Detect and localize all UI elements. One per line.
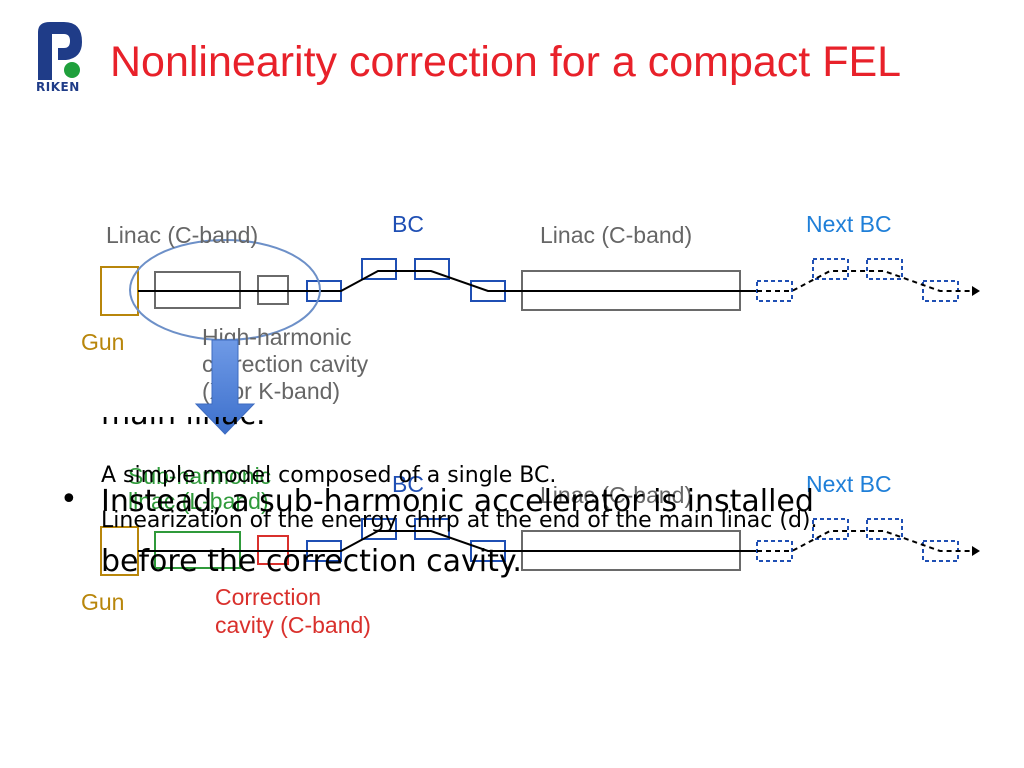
- bullet-line-1: Instead, a sub-harmonic accelerator is i…: [101, 484, 814, 519]
- logo-text: RIKEN: [36, 80, 80, 94]
- slide-title: Nonlinearity correction for a compact FE…: [110, 38, 902, 86]
- bottom-label-correction-1: Correction: [215, 584, 321, 610]
- top-next-bc-magnet-3: [866, 258, 903, 280]
- bottom-label-sub-harmonic-2: linac (L-band): [128, 488, 269, 514]
- bottom-label-gun: Gun: [81, 589, 124, 615]
- bottom-next-bc-magnet-3: [866, 518, 903, 540]
- bottom-label-correction-2: cavity (C-band): [215, 612, 371, 638]
- top-gun: [100, 266, 139, 316]
- top-next-beamline: [757, 270, 972, 292]
- top-bc-magnet-2: [361, 258, 397, 280]
- top-beamline: [138, 270, 757, 292]
- clipped-text-fragment: main linac.: [101, 417, 361, 435]
- top-next-bc-magnet-2: [812, 258, 849, 280]
- top-beam-arrowhead: [972, 286, 980, 296]
- top-label-bc: BC: [392, 211, 424, 237]
- top-label-linac-right: Linac (C-band): [540, 222, 692, 248]
- bottom-next-beamline: [757, 530, 972, 552]
- bottom-label-sub-harmonic-1: Sub-harmonic: [128, 463, 271, 489]
- bottom-beamline: [138, 530, 757, 552]
- top-bc-magnet-3: [414, 258, 450, 280]
- down-arrow: [194, 339, 256, 435]
- top-label-linac-left: Linac (C-band): [106, 222, 258, 248]
- bullet-icon: •: [60, 482, 78, 517]
- bottom-label-linac-right: Linac (C-band): [540, 482, 692, 508]
- bottom-next-bc-magnet-2: [812, 518, 849, 540]
- riken-logo-icon: [38, 22, 82, 80]
- top-label-next-bc: Next BC: [806, 211, 892, 237]
- bottom-bc-magnet-2: [361, 518, 397, 540]
- bottom-bc-magnet-3: [414, 518, 450, 540]
- caption-line-2: Linearization of the energy chirp at the…: [101, 508, 818, 533]
- caption-line-1: A simple model composed of a single BC.: [101, 463, 557, 488]
- bottom-label-bc: BC: [392, 471, 424, 497]
- bottom-diagram: Sub-harmonic linac (L-band) BC Linac (C-…: [81, 463, 980, 638]
- bullet-line-2: before the correction cavity.: [101, 544, 522, 579]
- bottom-beam-arrowhead: [972, 546, 980, 556]
- top-diagram: Linac (C-band) BC Linac (C-band) Next BC…: [81, 211, 980, 404]
- bottom-label-next-bc: Next BC: [806, 471, 892, 497]
- top-label-gun: Gun: [81, 329, 124, 355]
